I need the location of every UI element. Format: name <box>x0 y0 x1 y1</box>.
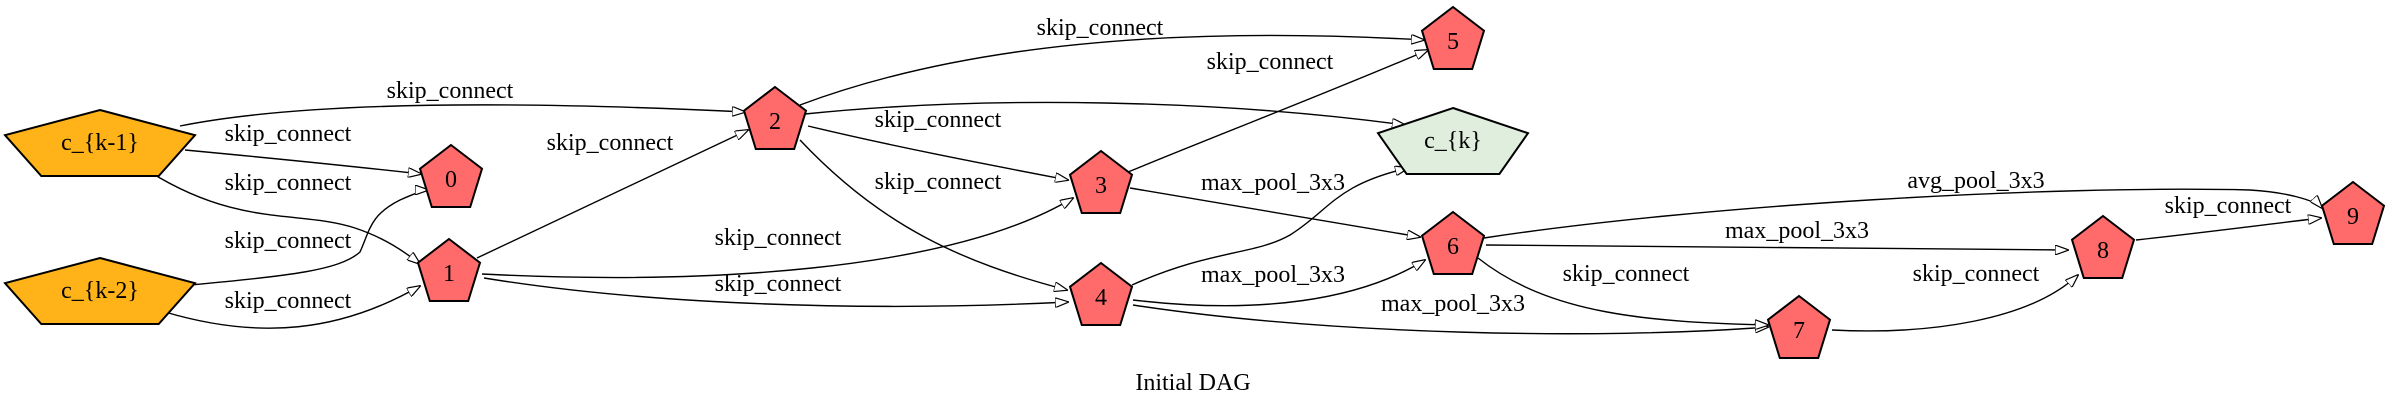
node-n4: 4 <box>1068 261 1134 326</box>
node-shape-n3 <box>1068 149 1134 214</box>
edge-label-ck1-n0: skip_connect <box>225 121 352 147</box>
node-n3: 3 <box>1068 149 1134 214</box>
node-label-n8: 8 <box>2097 238 2109 264</box>
edge-label-n6-n8: max_pool_3x3 <box>1725 218 1869 244</box>
edge-label-ck2-n0: skip_connect <box>225 228 352 254</box>
node-shape-ck <box>1376 106 1530 175</box>
node-label-n5: 5 <box>1447 29 1459 55</box>
node-label-n3: 3 <box>1095 173 1107 199</box>
edge-label-n1-n4: skip_connect <box>715 271 842 297</box>
node-n1: 1 <box>416 237 482 302</box>
edge-label-n4-n6: max_pool_3x3 <box>1201 262 1345 288</box>
edge-label-n2-n3: skip_connect <box>875 107 1002 133</box>
edge-n6-n9 <box>1483 188 2322 239</box>
node-label-n7: 7 <box>1793 318 1805 344</box>
node-label-n4: 4 <box>1095 285 1107 311</box>
edge-label-n4-n7: max_pool_3x3 <box>1381 291 1525 317</box>
node-label-ck: c_{k} <box>1424 128 1482 154</box>
edge-n2-ck <box>804 101 1405 125</box>
edge-label-ck1-n2: skip_connect <box>387 78 514 104</box>
edge-ck1-n0 <box>184 149 421 174</box>
edge-ck2-n1 <box>164 286 420 329</box>
node-n2: 2 <box>742 85 808 150</box>
diagram-caption: Initial DAG <box>1135 370 1250 396</box>
node-shape-ck1 <box>3 108 197 177</box>
node-label-ck2: c_{k-2} <box>61 278 139 304</box>
edges-layer: skip_connectskip_connectskip_connectskip… <box>149 15 2322 335</box>
node-shape-n0 <box>418 143 484 208</box>
edge-label-n3-n6: max_pool_3x3 <box>1201 170 1345 196</box>
edge-ck1-n1 <box>149 171 420 264</box>
edge-n1-n2 <box>476 130 748 259</box>
edge-n2-n5 <box>799 35 1424 106</box>
node-ck: c_{k} <box>1376 106 1530 175</box>
edge-n4-n6 <box>1132 260 1425 307</box>
node-n7: 7 <box>1766 294 1832 359</box>
node-label-n0: 0 <box>445 167 457 193</box>
node-n6: 6 <box>1420 210 1486 275</box>
node-label-n2: 2 <box>769 109 781 135</box>
edge-label-n7-n8: skip_connect <box>1913 261 2040 287</box>
node-n8: 8 <box>2070 214 2136 279</box>
edge-n1-n4 <box>483 277 1068 306</box>
edge-n7-n8 <box>1831 275 2078 332</box>
node-n0: 0 <box>418 143 484 208</box>
node-label-ck1: c_{k-1} <box>61 130 139 156</box>
edge-label-n1-n3: skip_connect <box>715 225 842 251</box>
node-label-n9: 9 <box>2347 204 2359 230</box>
node-shape-n6 <box>1420 210 1486 275</box>
node-shape-n9 <box>2320 180 2386 245</box>
node-shape-ck2 <box>3 256 197 325</box>
edge-label-n2-n5: skip_connect <box>1037 15 1164 41</box>
node-label-n6: 6 <box>1447 234 1459 260</box>
edge-n3-n6 <box>1129 187 1420 237</box>
node-ck1: c_{k-1} <box>3 108 197 177</box>
node-label-n1: 1 <box>443 261 455 287</box>
edge-label-ck1-n1: skip_connect <box>225 170 352 196</box>
edge-n2-n3 <box>807 125 1068 180</box>
edge-label-ck2-n1: skip_connect <box>225 288 352 314</box>
node-shape-n1 <box>416 237 482 302</box>
node-shape-n7 <box>1766 294 1832 359</box>
edge-label-n8-n9: skip_connect <box>2165 193 2292 219</box>
node-shape-n4 <box>1068 261 1134 326</box>
edge-label-n1-n2: skip_connect <box>547 130 674 156</box>
node-ck2: c_{k-2} <box>3 256 197 325</box>
node-shape-n8 <box>2070 214 2136 279</box>
edge-label-n2-n4: skip_connect <box>875 169 1002 195</box>
edge-n6-n7 <box>1477 257 1768 325</box>
node-shape-n2 <box>742 85 808 150</box>
edge-ck1-n2 <box>179 104 745 127</box>
edge-n8-n9 <box>2135 218 2321 241</box>
edge-n6-n8 <box>1485 244 2068 250</box>
node-n9: 9 <box>2320 180 2386 245</box>
node-n5: 5 <box>1420 5 1486 70</box>
nodes-layer: c_{k-1} c_{k-2} 0 1 2 3 4 5 c_{k} 6 7 8 9 <box>3 5 2386 359</box>
edge-label-n6-n7: skip_connect <box>1563 261 1690 287</box>
edge-n3-n5 <box>1127 50 1428 173</box>
node-shape-n5 <box>1420 5 1486 70</box>
edge-n4-ck <box>1131 168 1408 286</box>
edge-label-n6-n9: avg_pool_3x3 <box>1907 168 2044 194</box>
edge-n1-n3 <box>481 198 1073 279</box>
edge-label-n3-n5: skip_connect <box>1207 49 1334 75</box>
edge-n2-n4 <box>799 139 1067 290</box>
edge-n4-n7 <box>1132 304 1768 335</box>
edge-ck2-n0 <box>189 190 428 286</box>
